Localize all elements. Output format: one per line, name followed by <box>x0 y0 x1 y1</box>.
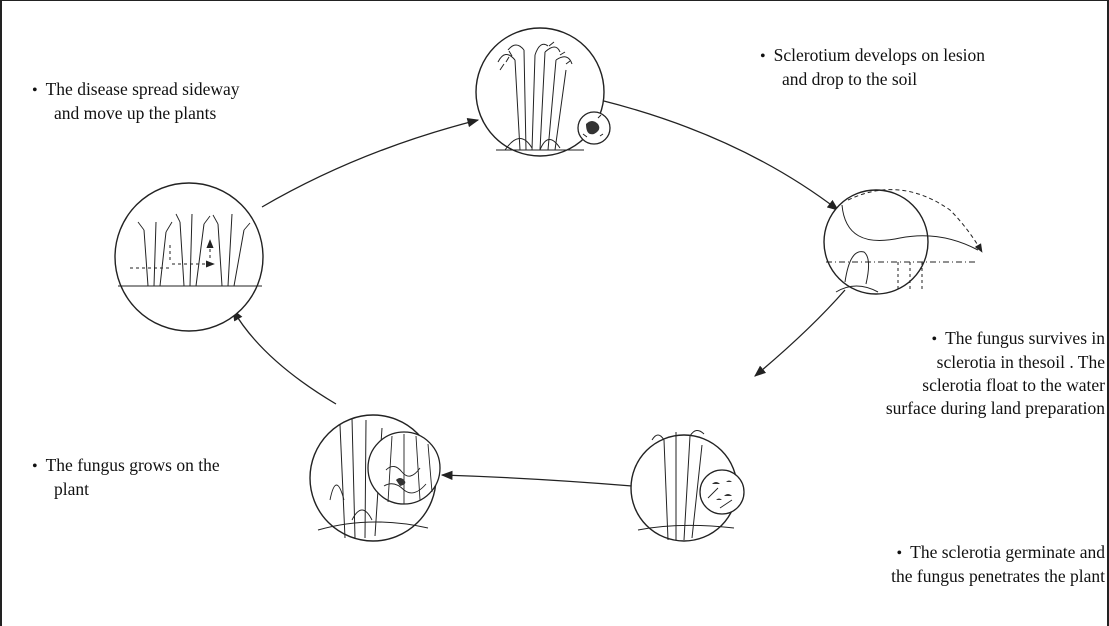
label-sclerotia-germinate: • The sclerotia germinate and the fungus … <box>891 541 1105 588</box>
arrow-bottomleft-to-left <box>233 310 336 404</box>
label-line: Sclerotium develops on lesion <box>774 45 985 65</box>
stage-circle-bottom-right <box>631 430 744 541</box>
bullet-glyph: • <box>931 331 937 348</box>
arrow-right-to-bottomright <box>755 290 845 376</box>
label-fungus-grows: • The fungus grows on the plant <box>32 454 220 501</box>
stage-circle-top <box>476 28 610 156</box>
bullet-glyph: • <box>32 82 38 99</box>
stage-circle-right <box>824 190 982 294</box>
label-line: The sclerotia germinate and <box>910 542 1105 562</box>
label-line: surface during land preparation <box>886 398 1105 418</box>
cycle-arrows <box>233 100 845 486</box>
bullet-glyph: • <box>897 545 903 562</box>
label-fungus-survives: • The fungus survives in sclerotia in the… <box>886 327 1105 420</box>
label-sclerotium-develops: • Sclerotium develops on lesion and drop … <box>760 44 985 91</box>
label-line: The fungus survives in <box>945 328 1105 348</box>
bullet-glyph: • <box>760 48 766 65</box>
label-line: sclerotia in thesoil . The <box>937 352 1105 372</box>
label-line: sclerotia float to the water <box>922 375 1105 395</box>
label-line: and drop to the soil <box>782 69 917 89</box>
label-line: The fungus grows on the <box>46 455 220 475</box>
label-line: plant <box>54 479 89 499</box>
arrow-bottomright-to-bottomleft <box>442 475 632 486</box>
germination-inset <box>700 470 744 514</box>
bullet-glyph: • <box>32 458 38 475</box>
stage-circle-left <box>115 183 263 331</box>
label-line: the fungus penetrates the plant <box>891 566 1105 586</box>
label-disease-spread: • The disease spread sideway and move up … <box>32 78 240 125</box>
arrow-top-to-right <box>600 100 838 210</box>
stage-circle-bottom-left <box>310 415 440 541</box>
arrow-left-to-top <box>262 120 478 207</box>
label-line: The disease spread sideway <box>46 79 240 99</box>
label-line: and move up the plants <box>54 103 216 123</box>
